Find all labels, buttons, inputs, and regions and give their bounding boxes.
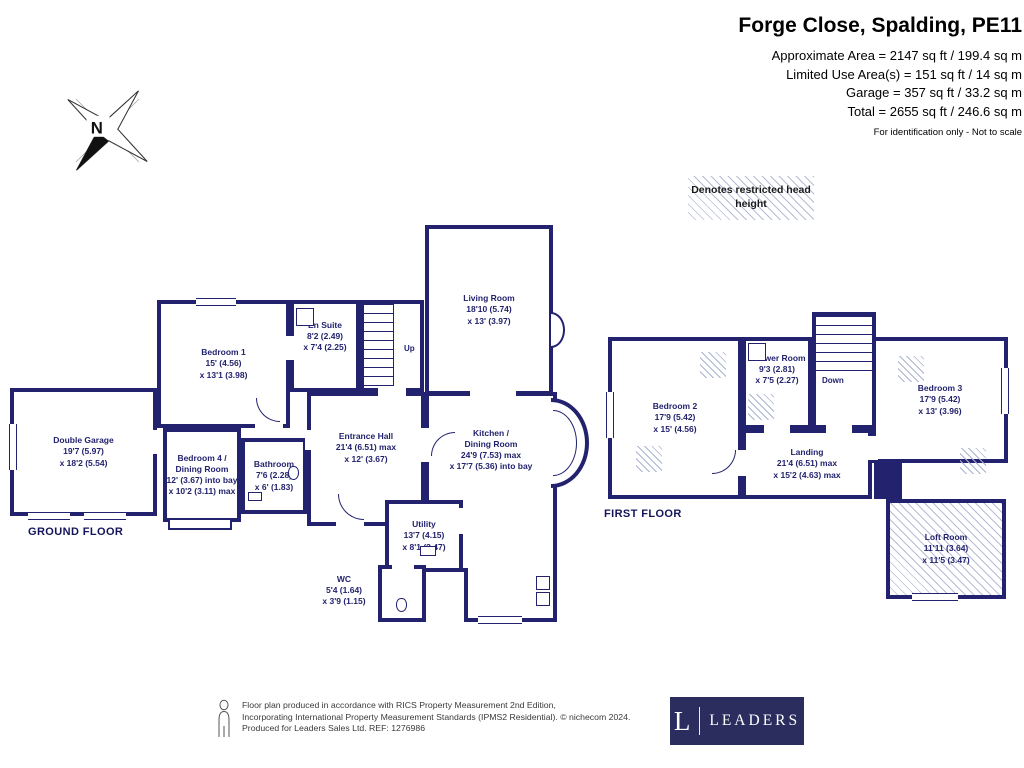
footer-disclaimer: Floor plan produced in accordance with R…	[242, 700, 672, 735]
room-label: Bedroom 3 17'9 (5.42) x 13' (3.96)	[917, 383, 963, 416]
compass-north-label: N	[91, 119, 103, 138]
room-label: Living Room 18'10 (5.74) x 13' (3.97)	[463, 293, 515, 326]
room-label: Entrance Hall 21'4 (6.51) max x 12' (3.6…	[335, 431, 397, 464]
room-label: Double Garage 19'7 (5.97) x 18'2 (5.54)	[53, 435, 114, 468]
restricted-head-height-legend: Denotes restricted head height	[688, 176, 814, 220]
stairs-down-label: Down	[822, 376, 844, 385]
door-opening	[764, 425, 790, 435]
door-opening	[392, 563, 414, 573]
door-opening	[458, 508, 466, 534]
leaders-logo-divider	[699, 707, 701, 735]
door-opening	[736, 450, 748, 476]
room-landing: Landing 21'4 (6.51) max x 15'2 (4.63) ma…	[742, 429, 872, 499]
page-title: Forge Close, Spalding, PE11	[738, 14, 1022, 37]
room-wc	[378, 565, 426, 622]
basin-icon	[248, 492, 262, 501]
stairs-up	[364, 304, 394, 388]
window	[28, 512, 70, 520]
door-opening	[305, 430, 315, 450]
header: Forge Close, Spalding, PE11 Approximate …	[592, 14, 1022, 138]
footer-line-2: Incorporating International Property Mea…	[242, 711, 631, 722]
compass-icon: N	[67, 90, 148, 171]
room-label: Bedroom 4 / Dining Room 12' (3.67) into …	[166, 452, 238, 497]
room-label: Loft Room 11'11 (3.64) x 11'5 (3.47)	[922, 532, 970, 565]
room-label: Bedroom 2 17'9 (5.42) x 15' (4.56)	[652, 401, 698, 434]
stairs-down	[816, 316, 872, 372]
restricted-head-height-marker	[960, 448, 986, 474]
front-door-opening	[336, 520, 364, 528]
window	[478, 616, 522, 624]
footer-line-1: Floor plan produced in accordance with R…	[242, 700, 556, 710]
area-approximate: Approximate Area = 2147 sq ft / 199.4 sq…	[771, 48, 1022, 63]
room-entrance-hall: Entrance Hall 21'4 (6.51) max x 12' (3.6…	[307, 392, 425, 504]
room-loft-room: Loft Room 11'11 (3.64) x 11'5 (3.47)	[886, 499, 1006, 599]
footer-line-3: Produced for Leaders Sales Ltd. REF: 127…	[242, 723, 426, 734]
door-opening	[152, 430, 158, 454]
door-opening	[286, 336, 298, 360]
restricted-head-height-marker	[700, 352, 726, 378]
area-limited-use: Limited Use Area(s) = 151 sq ft / 14 sq …	[786, 66, 1022, 82]
appliance-icon	[536, 592, 550, 606]
solid-wall-block	[874, 463, 902, 499]
identification-note: For identification only - Not to scale	[873, 127, 1022, 138]
room-utility: Utility 13'7 (4.15) x 8'1 (2.47)	[385, 500, 463, 572]
leaders-logo-name: LEADERS	[709, 712, 801, 730]
restricted-head-height-marker	[898, 356, 924, 382]
stairs-up-label: Up	[404, 344, 415, 353]
door-opening	[470, 389, 516, 398]
wc-label: WC 5'4 (1.64) x 3'9 (1.15)	[322, 574, 366, 607]
door-opening	[419, 428, 431, 462]
window	[606, 392, 614, 438]
first-floor-label: FIRST FLOOR	[604, 508, 682, 520]
leaders-logo-letter: L	[673, 705, 691, 736]
legend-label: Denotes restricted head height	[691, 184, 811, 210]
door-opening	[255, 424, 283, 436]
room-label: Bathroom 7'6 (2.28) x 6' (1.83)	[253, 459, 295, 492]
bay-window	[168, 518, 232, 530]
room-double-garage: Double Garage 19'7 (5.97) x 18'2 (5.54)	[10, 388, 157, 516]
restricted-head-height-marker	[636, 446, 662, 472]
room-bedroom-4: Bedroom 4 / Dining Room 12' (3.67) into …	[163, 428, 241, 522]
leaders-logo: L LEADERS	[670, 697, 804, 745]
room-label: Landing 21'4 (6.51) max x 15'2 (4.63) ma…	[773, 447, 841, 480]
shower-tray-icon	[296, 308, 314, 326]
toilet-icon	[288, 466, 299, 480]
toilet-icon	[396, 598, 407, 612]
room-label: En Suite 8'2 (2.49) x 7'4 (2.25)	[303, 320, 347, 353]
area-total: Total = 2655 sq ft / 246.6 sq m	[847, 103, 1022, 119]
sink-icon	[420, 546, 436, 556]
window	[1001, 368, 1009, 414]
door-opening	[826, 425, 852, 435]
door-opening	[866, 436, 878, 460]
room-living-room: Living Room 18'10 (5.74) x 13' (3.97)	[425, 225, 553, 395]
shower-tray-icon	[748, 343, 766, 361]
room-label: Bedroom 1 15' (4.56) x 13'1 (3.98)	[199, 347, 248, 380]
door-opening	[378, 386, 406, 398]
window	[196, 298, 236, 306]
restricted-head-height-marker	[748, 394, 774, 420]
room-label: Kitchen / Dining Room 24'9 (7.53) max x …	[449, 428, 533, 472]
area-garage: Garage = 357 sq ft / 33.2 sq m	[846, 85, 1022, 100]
room-bedroom-3: Bedroom 3 17'9 (5.42) x 13' (3.96)	[872, 337, 1008, 463]
room-label: Shower Room 9'3 (2.81) x 7'5 (2.27)	[748, 353, 806, 386]
person-icon	[218, 699, 230, 737]
window	[84, 512, 126, 520]
window	[912, 593, 958, 601]
appliance-icon	[536, 576, 550, 590]
ground-floor-label: GROUND FLOOR	[28, 526, 124, 538]
window	[9, 424, 17, 470]
